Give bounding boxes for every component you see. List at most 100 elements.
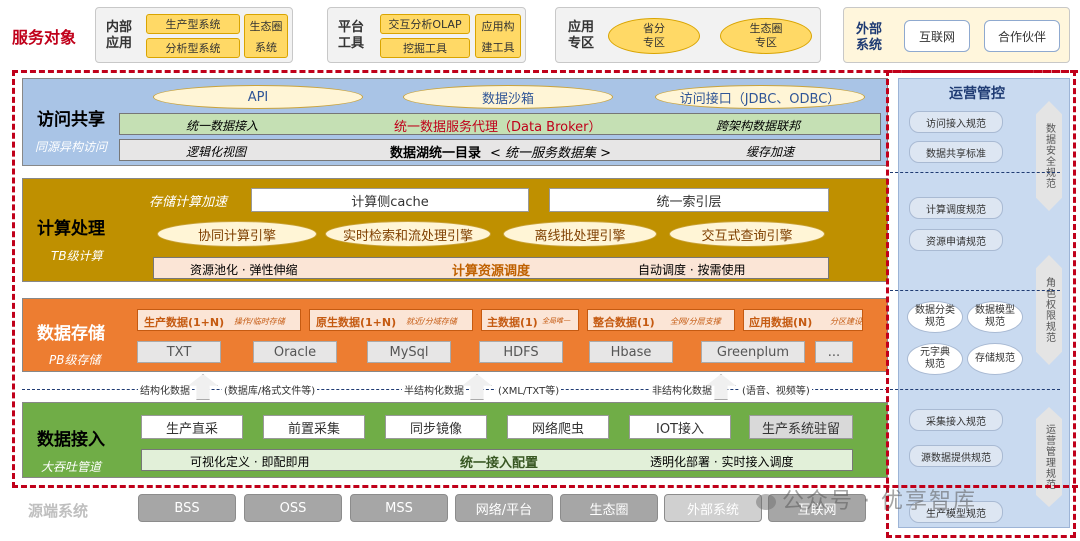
data-lake-catalog: 数据湖统一目录 <box>390 146 482 161</box>
structured-data-note: (数据库/格式文件等) <box>222 382 318 397</box>
data-sandbox-oval[interactable]: 数据沙箱 <box>403 85 613 109</box>
format-greenplum[interactable]: Greenplum <box>701 341 805 363</box>
data-sharing-standard-item[interactable]: 数据共享标准 <box>909 141 1003 163</box>
format-hdfs[interactable]: HDFS <box>479 341 563 363</box>
data-lake-catalog-bar: 逻辑化视图 数据湖统一目录 < 统一服务数据集 > 缓存加速 <box>119 139 881 161</box>
data-broker: 统一数据服务代理（Data Broker） <box>394 120 602 135</box>
ops-divider-1 <box>890 172 1060 173</box>
format-mysql[interactable]: MySql <box>367 341 451 363</box>
ingest-direct-collect[interactable]: 生产直采 <box>141 415 243 439</box>
source-external[interactable]: 外部系统 <box>664 494 762 522</box>
partner-box[interactable]: 合作伙伴 <box>984 20 1060 52</box>
ops-boundary <box>886 70 1076 538</box>
olap-box[interactable]: 交互分析OLAP <box>380 14 470 34</box>
access-layer: 访问共享 同源异构访问 API 数据沙箱 访问接口（JDBC、ODBC） 统一数… <box>22 78 888 166</box>
source-ecosystem[interactable]: 生态圈 <box>560 494 658 522</box>
data-model-spec[interactable]: 数据模型规范 <box>967 301 1023 333</box>
compute-layer: 计算处理 TB级计算 存储计算加速 计算侧cache 统一索引层 协同计算引擎 … <box>22 178 888 282</box>
storage-category-master[interactable]: 主数据(1) 全局唯一 <box>481 309 579 331</box>
access-interface-oval[interactable]: 访问接口（JDBC、ODBC） <box>655 85 865 109</box>
source-mss[interactable]: MSS <box>350 494 448 522</box>
storage-layer-subtitle: PB级存储 <box>49 353 101 367</box>
ecosystem-box[interactable]: 生态圈 系统 <box>244 14 288 58</box>
app-build-tool-box[interactable]: 应用构 建工具 <box>475 14 521 58</box>
ecosystem-zone-oval[interactable]: 生态圈专区 <box>720 18 812 54</box>
storage-layer-title: 数据存储 <box>37 324 105 344</box>
logical-view: 逻辑化视图 <box>186 145 247 159</box>
resource-pooling: 资源池化 · 弹性伸缩 <box>190 263 298 277</box>
realtime-stream-engine-oval[interactable]: 实时检索和流处理引擎 <box>325 221 491 247</box>
unified-data-access: 统一数据接入 <box>186 119 259 133</box>
format-more[interactable]: ... <box>815 341 853 363</box>
ingest-production-resident[interactable]: 生产系统驻留 <box>749 415 853 439</box>
unified-service-dataset: < 统一服务数据集 > <box>490 146 612 161</box>
province-zone-oval[interactable]: 省分专区 <box>608 18 700 54</box>
storage-category-raw[interactable]: 原生数据(1+N) 就近/分域存储 <box>309 309 473 331</box>
access-spec-item[interactable]: 访问接入规范 <box>909 111 1003 133</box>
ingest-front-collect[interactable]: 前置采集 <box>263 415 365 439</box>
source-oss[interactable]: OSS <box>244 494 342 522</box>
ingest-sync-mirror[interactable]: 同步镜像 <box>385 415 487 439</box>
ops-control-panel: 运营管控 访问接入规范 数据共享标准 数据安全规范 计算调度规范 资源申请规范 … <box>898 78 1070 528</box>
source-internet[interactable]: 互联网 <box>768 494 866 522</box>
compute-scheduling-spec-item[interactable]: 计算调度规范 <box>909 197 1003 219</box>
analysis-system-box[interactable]: 分析型系统 <box>146 38 240 58</box>
visual-definition: 可视化定义 · 即配即用 <box>190 455 310 469</box>
structured-data-label: 结构化数据 <box>138 382 192 397</box>
offline-batch-engine-oval[interactable]: 离线批处理引擎 <box>503 221 657 247</box>
service-objects-label: 服务对象 <box>12 28 77 47</box>
resource-request-spec-item[interactable]: 资源申请规范 <box>909 229 1003 251</box>
ingest-layer-subtitle: 大吞吐管道 <box>41 460 102 474</box>
unstructured-data-label: 非结构化数据 <box>650 382 714 397</box>
app-zone-group: 应用专区 省分专区 生态圈专区 <box>555 7 821 63</box>
storage-spec[interactable]: 存储规范 <box>967 343 1023 375</box>
cross-arch-federation: 跨架构数据联邦 <box>716 119 801 133</box>
data-security-spec[interactable]: 数据安全规范 <box>1036 101 1062 211</box>
data-classification-spec[interactable]: 数据分类规范 <box>907 301 963 333</box>
app-zone-title: 应用专区 <box>568 20 595 51</box>
compute-cache-box[interactable]: 计算侧cache <box>251 188 529 212</box>
platform-boundary <box>12 70 1078 488</box>
production-model-spec-item[interactable]: 生产模型规范 <box>909 501 1003 523</box>
external-systems-group: 外部系统 互联网 合作伙伴 <box>843 7 1070 63</box>
compute-resource-scheduling: 计算资源调度 <box>452 264 531 279</box>
storage-category-integrated[interactable]: 整合数据(1) 全网/分层支撑 <box>587 309 735 331</box>
role-permission-spec[interactable]: 角色权限规范 <box>1036 255 1062 365</box>
format-oracle[interactable]: Oracle <box>253 341 337 363</box>
source-network-platform[interactable]: 网络/平台 <box>455 494 553 522</box>
source-bss[interactable]: BSS <box>138 494 236 522</box>
resource-scheduling-bar: 资源池化 · 弹性伸缩 计算资源调度 自动调度 · 按需使用 <box>153 257 829 279</box>
interactive-query-engine-oval[interactable]: 交互式查询引擎 <box>669 221 825 247</box>
ops-management-spec[interactable]: 运营管理规范 <box>1036 407 1062 507</box>
ingest-web-crawler[interactable]: 网络爬虫 <box>507 415 609 439</box>
unified-ingest-config: 统一接入配置 <box>460 456 539 471</box>
storage-category-production[interactable]: 生产数据(1+N) 操作/临时存储 <box>137 309 301 331</box>
api-oval[interactable]: API <box>153 85 363 109</box>
collection-ingest-spec-item[interactable]: 采集接入规范 <box>909 409 1003 431</box>
internet-box[interactable]: 互联网 <box>904 20 970 52</box>
collab-compute-engine-oval[interactable]: 协同计算引擎 <box>157 221 317 247</box>
storage-category-application[interactable]: 应用数据(N) 分区建设 <box>743 309 863 331</box>
source-data-spec-item[interactable]: 源数据提供规范 <box>909 445 1003 467</box>
transparent-deployment: 透明化部署 · 实时接入调度 <box>650 455 794 469</box>
storage-layer: 数据存储 PB级存储 生产数据(1+N) 操作/临时存储 原生数据(1+N) 就… <box>22 298 888 372</box>
meta-dictionary-spec[interactable]: 元字典规范 <box>907 343 963 375</box>
ops-control-title: 运营管控 <box>949 86 1005 102</box>
platform-tools-title: 平台工具 <box>338 20 365 51</box>
format-txt[interactable]: TXT <box>137 341 221 363</box>
unstructured-data-note: (语音、视频等) <box>740 382 812 397</box>
ingest-iot[interactable]: IOT接入 <box>629 415 731 439</box>
mining-tool-box[interactable]: 挖掘工具 <box>380 38 470 58</box>
unified-ingest-config-bar: 可视化定义 · 即配即用 统一接入配置 透明化部署 · 实时接入调度 <box>141 449 853 471</box>
auto-scheduling: 自动调度 · 按需使用 <box>638 263 746 277</box>
format-hbase[interactable]: Hbase <box>589 341 673 363</box>
unified-access-bar: 统一数据接入 统一数据服务代理（Data Broker） 跨架构数据联邦 <box>119 113 881 135</box>
access-layer-subtitle: 同源异构访问 <box>35 140 108 154</box>
internal-apps-group: 内部应用 生产型系统 分析型系统 生态圈 系统 <box>95 7 293 63</box>
compute-layer-title: 计算处理 <box>37 219 105 239</box>
semi-structured-data-note: (XML/TXT等) <box>496 382 562 397</box>
unified-index-box[interactable]: 统一索引层 <box>549 188 829 212</box>
wechat-icon <box>756 494 776 510</box>
production-system-box[interactable]: 生产型系统 <box>146 14 240 34</box>
cache-acceleration: 缓存加速 <box>746 145 795 159</box>
